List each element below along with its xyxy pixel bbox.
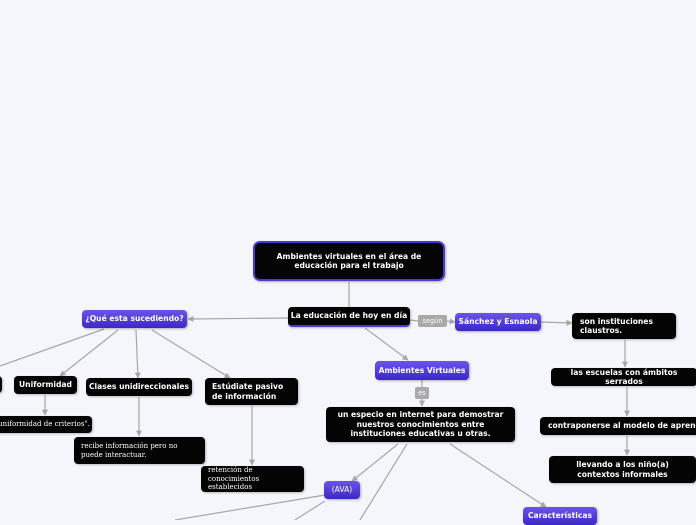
node-uniformidad-criterios[interactable]: uniformidad de criterios". [0, 416, 92, 433]
edge-segun-sanchez [446, 318, 456, 325]
edge-hoy-que-sucede [187, 315, 289, 322]
node-llevando-ninos[interactable]: llevando a los niño(a) contextos informa… [549, 456, 696, 483]
edge-que-uniformidad [59, 329, 119, 377]
node-ava[interactable]: (AVA) [324, 481, 360, 499]
node-que-sucede[interactable]: ¿Qué esta sucediendo? [82, 310, 187, 328]
edge-que-estudiante [151, 329, 231, 379]
edge-label-es: es [415, 387, 429, 399]
node-offscreen-left [0, 376, 2, 393]
edge-espacio-ava [351, 443, 399, 482]
edge-ava-offscreen-2 [294, 500, 326, 520]
edge-label-segun: según [418, 315, 447, 327]
node-clases-unidireccionales[interactable]: Clases unidireccionales [86, 378, 192, 396]
root-node[interactable]: Ambientes virtuales en el área de educac… [253, 241, 445, 281]
node-escuelas-ambitos[interactable]: las escuelas con ámbitos serrados [551, 368, 696, 386]
node-retencion[interactable]: retención de conocimientos establecidos [201, 466, 304, 492]
node-son-instituciones[interactable]: son instituciones claustros. [572, 313, 676, 339]
edge-hoy-ambientes [364, 327, 409, 361]
node-ambientes-virtuales[interactable]: Ambientes Virtuales [375, 361, 469, 380]
node-estudiante-pasivo[interactable]: Estúdiate pasivo de información [205, 378, 298, 405]
edge-que-offscreen [0, 328, 105, 367]
node-sanchez-esnaola[interactable]: Sánchez y Esnaola [455, 313, 541, 331]
edge-hoy-segun [409, 319, 419, 322]
node-caracteristicas[interactable]: Características [523, 507, 597, 525]
node-recibe-informacion[interactable]: recibe información pero no puede interac… [74, 437, 205, 464]
edge-sanchez-son [540, 319, 573, 326]
node-contraponerse[interactable]: contraponerse al modelo de aprendizaje [540, 417, 696, 435]
edge-espacio-caracteristicas [449, 443, 547, 508]
edge-espacio-offscreen [359, 443, 408, 520]
node-espacio-internet[interactable]: un especio en internet para demostrar nu… [326, 407, 515, 442]
node-uniformidad[interactable]: Uniformidad [14, 376, 77, 394]
edge-ava-offscreen-1 [174, 494, 326, 520]
node-educacion-hoy[interactable]: La educación de hoy en día [288, 307, 410, 327]
edge-que-clases [134, 329, 141, 379]
